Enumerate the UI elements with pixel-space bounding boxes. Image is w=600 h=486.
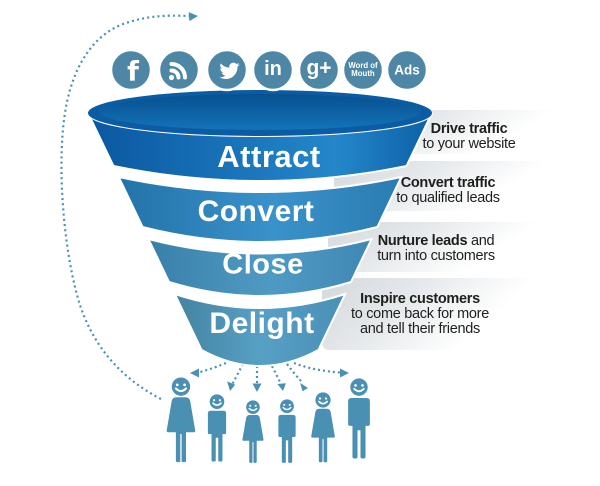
note-panel-delight: [322, 278, 545, 350]
rss-icon: [157, 48, 201, 92]
linkedin-icon: [251, 48, 295, 92]
arrowhead: [188, 12, 198, 22]
word-of-mouth-label: Word of Mouth: [348, 61, 378, 78]
funnel-band-delight: [172, 292, 348, 367]
funnel-mouth: [99, 94, 421, 130]
stage-label-delight: Delight: [209, 307, 315, 340]
person-woman: [165, 376, 197, 464]
note-close: Nurture leads and turn into customers: [377, 233, 495, 264]
stage-label-close: Close: [222, 248, 304, 281]
linkedin-glyph-label: in: [264, 58, 282, 80]
person-woman: [310, 391, 336, 464]
word-of-mouth-icon: [341, 48, 385, 92]
funnel-band-close: [146, 237, 374, 297]
person-man: [347, 377, 371, 460]
facebook-glyph-label: f: [127, 56, 139, 88]
audience-people: [165, 376, 371, 464]
arrowheads: [190, 368, 349, 392]
google-plus-icon: [297, 48, 341, 92]
person-woman: [241, 399, 265, 464]
google-plus-glyph-label: g+: [306, 56, 332, 80]
channel-icons: [109, 48, 429, 92]
outflow-arrows: [190, 361, 349, 392]
note-attract: Drive traffic to your website: [422, 121, 516, 152]
ads-icon: [385, 48, 429, 92]
rss-glyph: [168, 62, 187, 81]
stage-label-attract: Attract: [217, 139, 321, 174]
funnel: [87, 90, 433, 367]
funnel-band-convert: [116, 175, 404, 243]
person-man: [207, 393, 227, 463]
twitter-bird-glyph: [219, 62, 240, 79]
ads-label: Ads: [394, 62, 420, 78]
stage-label-convert: Convert: [197, 195, 315, 228]
note-panel-close: [328, 222, 552, 272]
note-delight: Inspire customers to come back for more …: [351, 290, 489, 337]
note-convert: Convert traffic to qualified leads: [396, 175, 500, 206]
person-man: [277, 398, 297, 464]
feedback-loop-arrow: [60, 12, 198, 400]
facebook-icon: [109, 48, 153, 92]
